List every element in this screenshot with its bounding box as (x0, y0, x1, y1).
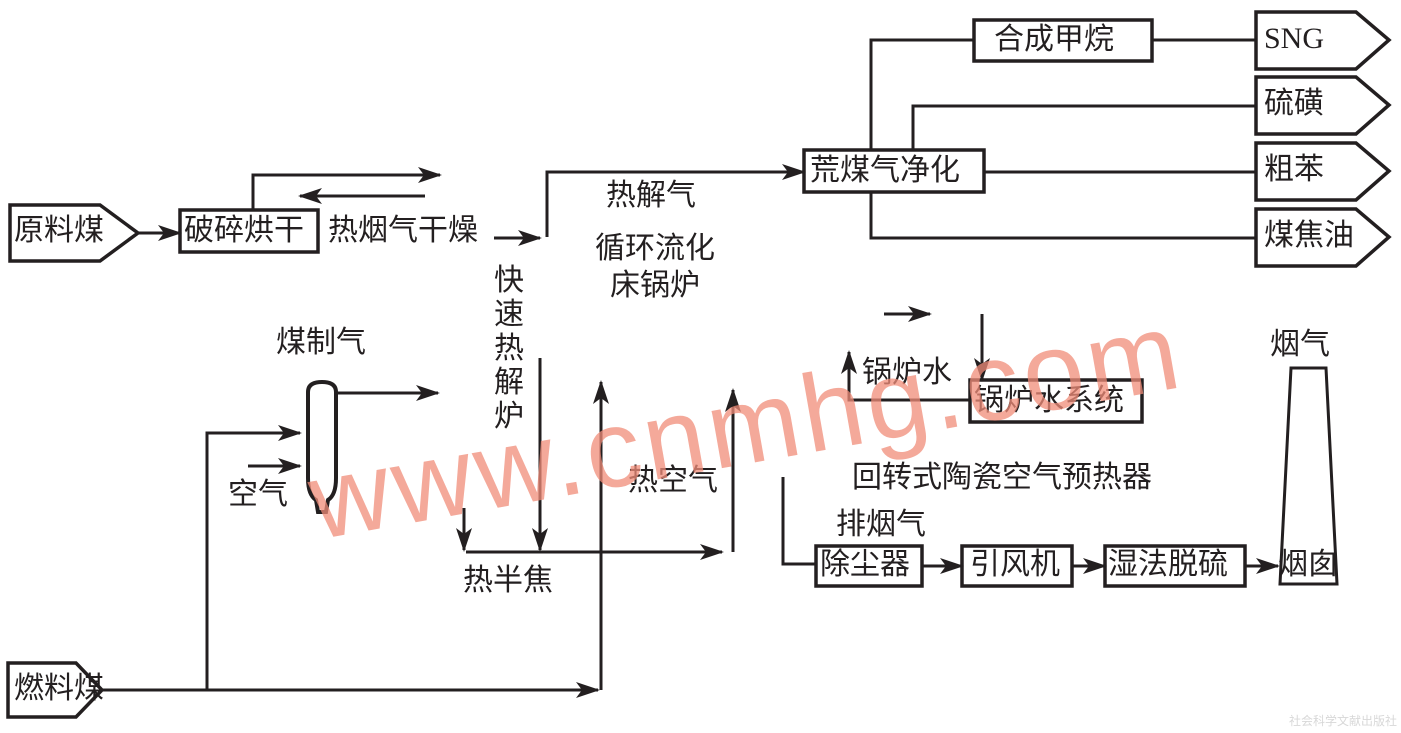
fast-pyrolysis-furnace-label: 快速热解炉 (494, 263, 524, 434)
pyrolysis-gas-label: 热解气 (606, 178, 696, 213)
crude-benzene-label: 粗苯 (1264, 152, 1324, 187)
boiler-water-system-label: 锅炉水系统 (974, 383, 1124, 418)
chimney-label: 烟囱 (1278, 547, 1338, 582)
exhaust-gas-label: 排烟气 (836, 507, 926, 542)
cfb-boiler-label-1: 循环流化 (595, 231, 715, 266)
flue-gas-label: 烟气 (1270, 327, 1330, 362)
sng-label: SNG (1264, 22, 1325, 55)
hot-flue-gas-drying-label: 热烟气干燥 (328, 213, 478, 248)
crush-dry-box (178, 208, 320, 254)
hot-semicoke-label: 热半焦 (463, 563, 553, 598)
chimney-shape (1278, 366, 1339, 586)
methane-synthesis-label: 合成甲烷 (994, 22, 1114, 57)
arrow-pyrolysis-gas (545, 164, 806, 237)
sulfur-shape (1254, 75, 1392, 136)
hot-air-label: 热空气 (628, 463, 718, 498)
sulfur-label: 硫磺 (1264, 86, 1324, 121)
gas-producer-vessel (306, 379, 338, 514)
purification-label: 荒煤气净化 (810, 153, 960, 188)
dust-collector-label: 除尘器 (820, 547, 910, 582)
raw-coal-shape (8, 203, 141, 263)
desulfurization-label: 湿法脱硫 (1108, 547, 1228, 582)
gas-producer-label: 煤制气 (276, 325, 366, 360)
arrow-boiler-water-out (841, 350, 970, 402)
raw-coal-label: 原料煤 (14, 213, 104, 248)
air-preheater-label: 回转式陶瓷空气预热器 (852, 460, 1152, 495)
coal-tar-label: 煤焦油 (1264, 218, 1354, 253)
coal-tar-shape (1254, 207, 1392, 268)
arrow-fuel-to-producer (205, 425, 302, 690)
crush-dry-label: 破碎烘干 (184, 213, 304, 248)
benzene-shape (1254, 141, 1392, 202)
sng-shape (1254, 10, 1392, 71)
publisher-credit: 社会科学文献出版社 (1288, 714, 1397, 728)
fuel-coal-label: 燃料煤 (14, 671, 104, 706)
boiler-water-label: 锅炉水 (862, 355, 952, 390)
induced-fan-label: 引风机 (970, 547, 1060, 582)
arrow-crush-out (251, 167, 442, 210)
cfb-boiler-label-2: 床锅炉 (610, 268, 700, 303)
fuel-coal-shape (6, 661, 105, 719)
air-label: 空气 (228, 477, 288, 512)
